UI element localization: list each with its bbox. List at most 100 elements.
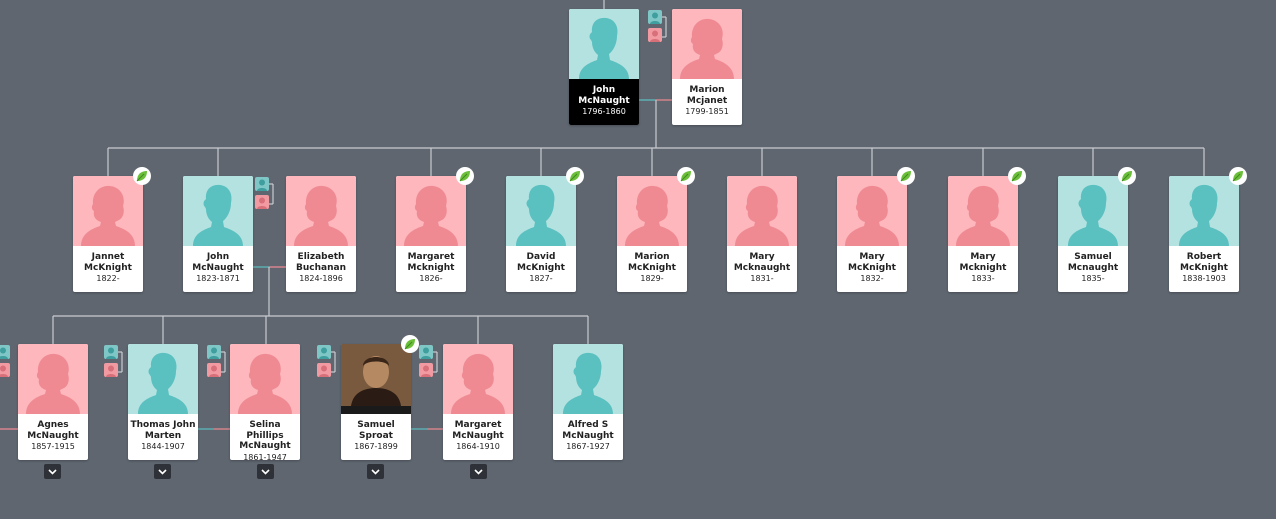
chevron-down-icon[interactable] — [367, 464, 384, 479]
leaf-icon[interactable] — [456, 167, 474, 185]
silhouette-avatar-icon — [443, 344, 513, 414]
chevron-down-icon[interactable] — [257, 464, 274, 479]
parent-male-icon[interactable] — [255, 177, 269, 191]
person-years: 1832- — [860, 274, 884, 283]
silhouette-avatar-icon — [183, 176, 253, 246]
person-name: David McKnight — [517, 252, 565, 273]
person-years: 1823-1871 — [196, 274, 240, 283]
silhouette-avatar-icon — [727, 176, 797, 246]
parent-female-icon[interactable] — [0, 363, 10, 377]
parent-male-icon[interactable] — [317, 345, 331, 359]
person-years: 1835- — [1081, 274, 1105, 283]
person-name: Mary Mcknight — [959, 252, 1007, 273]
person-name: Thomas John Marten — [130, 420, 196, 441]
leaf-icon[interactable] — [401, 335, 419, 353]
parent-male-icon[interactable] — [0, 345, 10, 359]
parent-female-icon[interactable] — [255, 195, 269, 209]
parent-female-icon[interactable] — [207, 363, 221, 377]
person-years: 1833- — [971, 274, 995, 283]
person-years: 1861-1947 — [243, 452, 287, 461]
leaf-icon[interactable] — [1118, 167, 1136, 185]
leaf-icon[interactable] — [133, 167, 151, 185]
chevron-down-icon[interactable] — [470, 464, 487, 479]
silhouette-avatar-icon — [672, 9, 742, 79]
person-years: 1796-1860 — [582, 107, 626, 116]
silhouette-avatar-icon — [553, 344, 623, 414]
person-years: 1822- — [96, 274, 120, 283]
person-name: Samuel Sproat — [357, 420, 395, 441]
silhouette-avatar-icon — [617, 176, 687, 246]
person-name: Jannet McKnight — [84, 252, 132, 273]
leaf-icon[interactable] — [897, 167, 915, 185]
person-name: Mary Mcknaught — [733, 252, 791, 273]
person-name: John McNaught — [192, 252, 244, 273]
leaf-icon[interactable] — [1229, 167, 1247, 185]
person-years: 1824-1896 — [299, 274, 343, 283]
person-name: Robert McKnight — [1180, 252, 1228, 273]
parent-female-icon[interactable] — [648, 28, 662, 42]
parent-female-icon[interactable] — [419, 363, 433, 377]
leaf-icon[interactable] — [1008, 167, 1026, 185]
person-years: 1827- — [529, 274, 553, 283]
person-years: 1826- — [419, 274, 443, 283]
leaf-icon[interactable] — [677, 167, 695, 185]
person-name: Marion McKnight — [628, 252, 676, 273]
person-name: Margaret Mcknight — [407, 252, 455, 273]
parent-female-icon[interactable] — [317, 363, 331, 377]
person-photo — [341, 344, 411, 414]
parent-male-icon[interactable] — [419, 345, 433, 359]
leaf-icon[interactable] — [566, 167, 584, 185]
person-years: 1867-1899 — [354, 442, 398, 451]
silhouette-avatar-icon — [948, 176, 1018, 246]
silhouette-avatar-icon — [837, 176, 907, 246]
silhouette-avatar-icon — [396, 176, 466, 246]
person-name: Selina Phillips McNaught — [239, 420, 291, 451]
parent-male-icon[interactable] — [104, 345, 118, 359]
chevron-down-icon[interactable] — [44, 464, 61, 479]
silhouette-avatar-icon — [18, 344, 88, 414]
person-name: Samuel Mcnaught — [1067, 252, 1119, 273]
parent-male-icon[interactable] — [648, 10, 662, 24]
person-name: Margaret McNaught — [452, 420, 504, 441]
person-years: 1857-1915 — [31, 442, 75, 451]
parent-female-icon[interactable] — [104, 363, 118, 377]
person-years: 1867-1927 — [566, 442, 610, 451]
parent-male-icon[interactable] — [207, 345, 221, 359]
chevron-down-icon[interactable] — [154, 464, 171, 479]
person-name: Elizabeth Buchanan — [296, 252, 346, 273]
person-years: 1829- — [640, 274, 664, 283]
